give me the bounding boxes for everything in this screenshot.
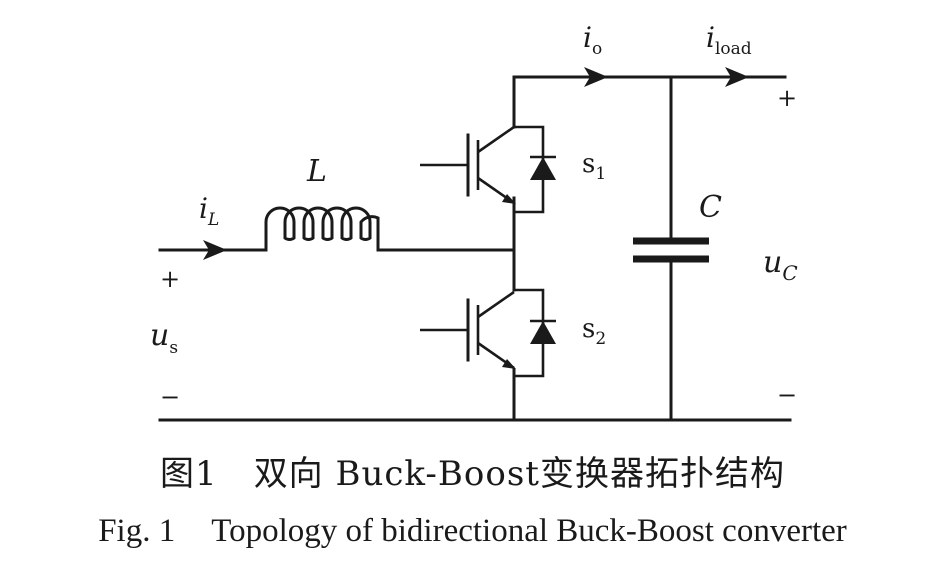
- capacitor-label: C: [699, 190, 722, 225]
- load-current-label: iload: [706, 21, 752, 59]
- caption-cn-title: 双向 Buck-Boost变换器拓扑结构: [253, 454, 785, 494]
- capacitor: [633, 75, 709, 422]
- input-minus-sign: −: [160, 383, 180, 411]
- switch-s1-label: s1: [582, 149, 606, 184]
- caption-chinese: 图1 双向 Buck-Boost变换器拓扑结构: [0, 446, 945, 495]
- lower-switch-s2: [420, 288, 556, 378]
- source-voltage-label: us: [150, 318, 178, 358]
- caption-en-figure-number: Fig. 1: [98, 513, 176, 549]
- inductor-current-label: iL: [199, 192, 219, 230]
- caption-cn-figure-number: 图1: [160, 454, 218, 494]
- load-current-arrow: [725, 67, 749, 87]
- output-minus-sign: −: [777, 381, 797, 409]
- upper-switch-s1: [420, 125, 556, 214]
- caption-english: Fig. 1 Topology of bidirectional Buck-Boo…: [0, 513, 945, 550]
- inductor-label: L: [306, 154, 327, 189]
- output-plus-sign: +: [777, 84, 797, 112]
- caption-en-title: Topology of bidirectional Buck-Boost con…: [211, 513, 847, 549]
- input-plus-sign: +: [160, 265, 180, 293]
- output-current-label: io: [583, 21, 602, 59]
- inductor: [264, 206, 380, 252]
- output-current-arrow: [584, 67, 608, 87]
- buck-boost-circuit: L C s1 s2 iL io iload us uC + − + −: [150, 21, 798, 422]
- cap-voltage-label: uC: [763, 245, 798, 285]
- switch-s2-label: s2: [582, 314, 606, 349]
- inductor-current-arrow: [203, 240, 227, 260]
